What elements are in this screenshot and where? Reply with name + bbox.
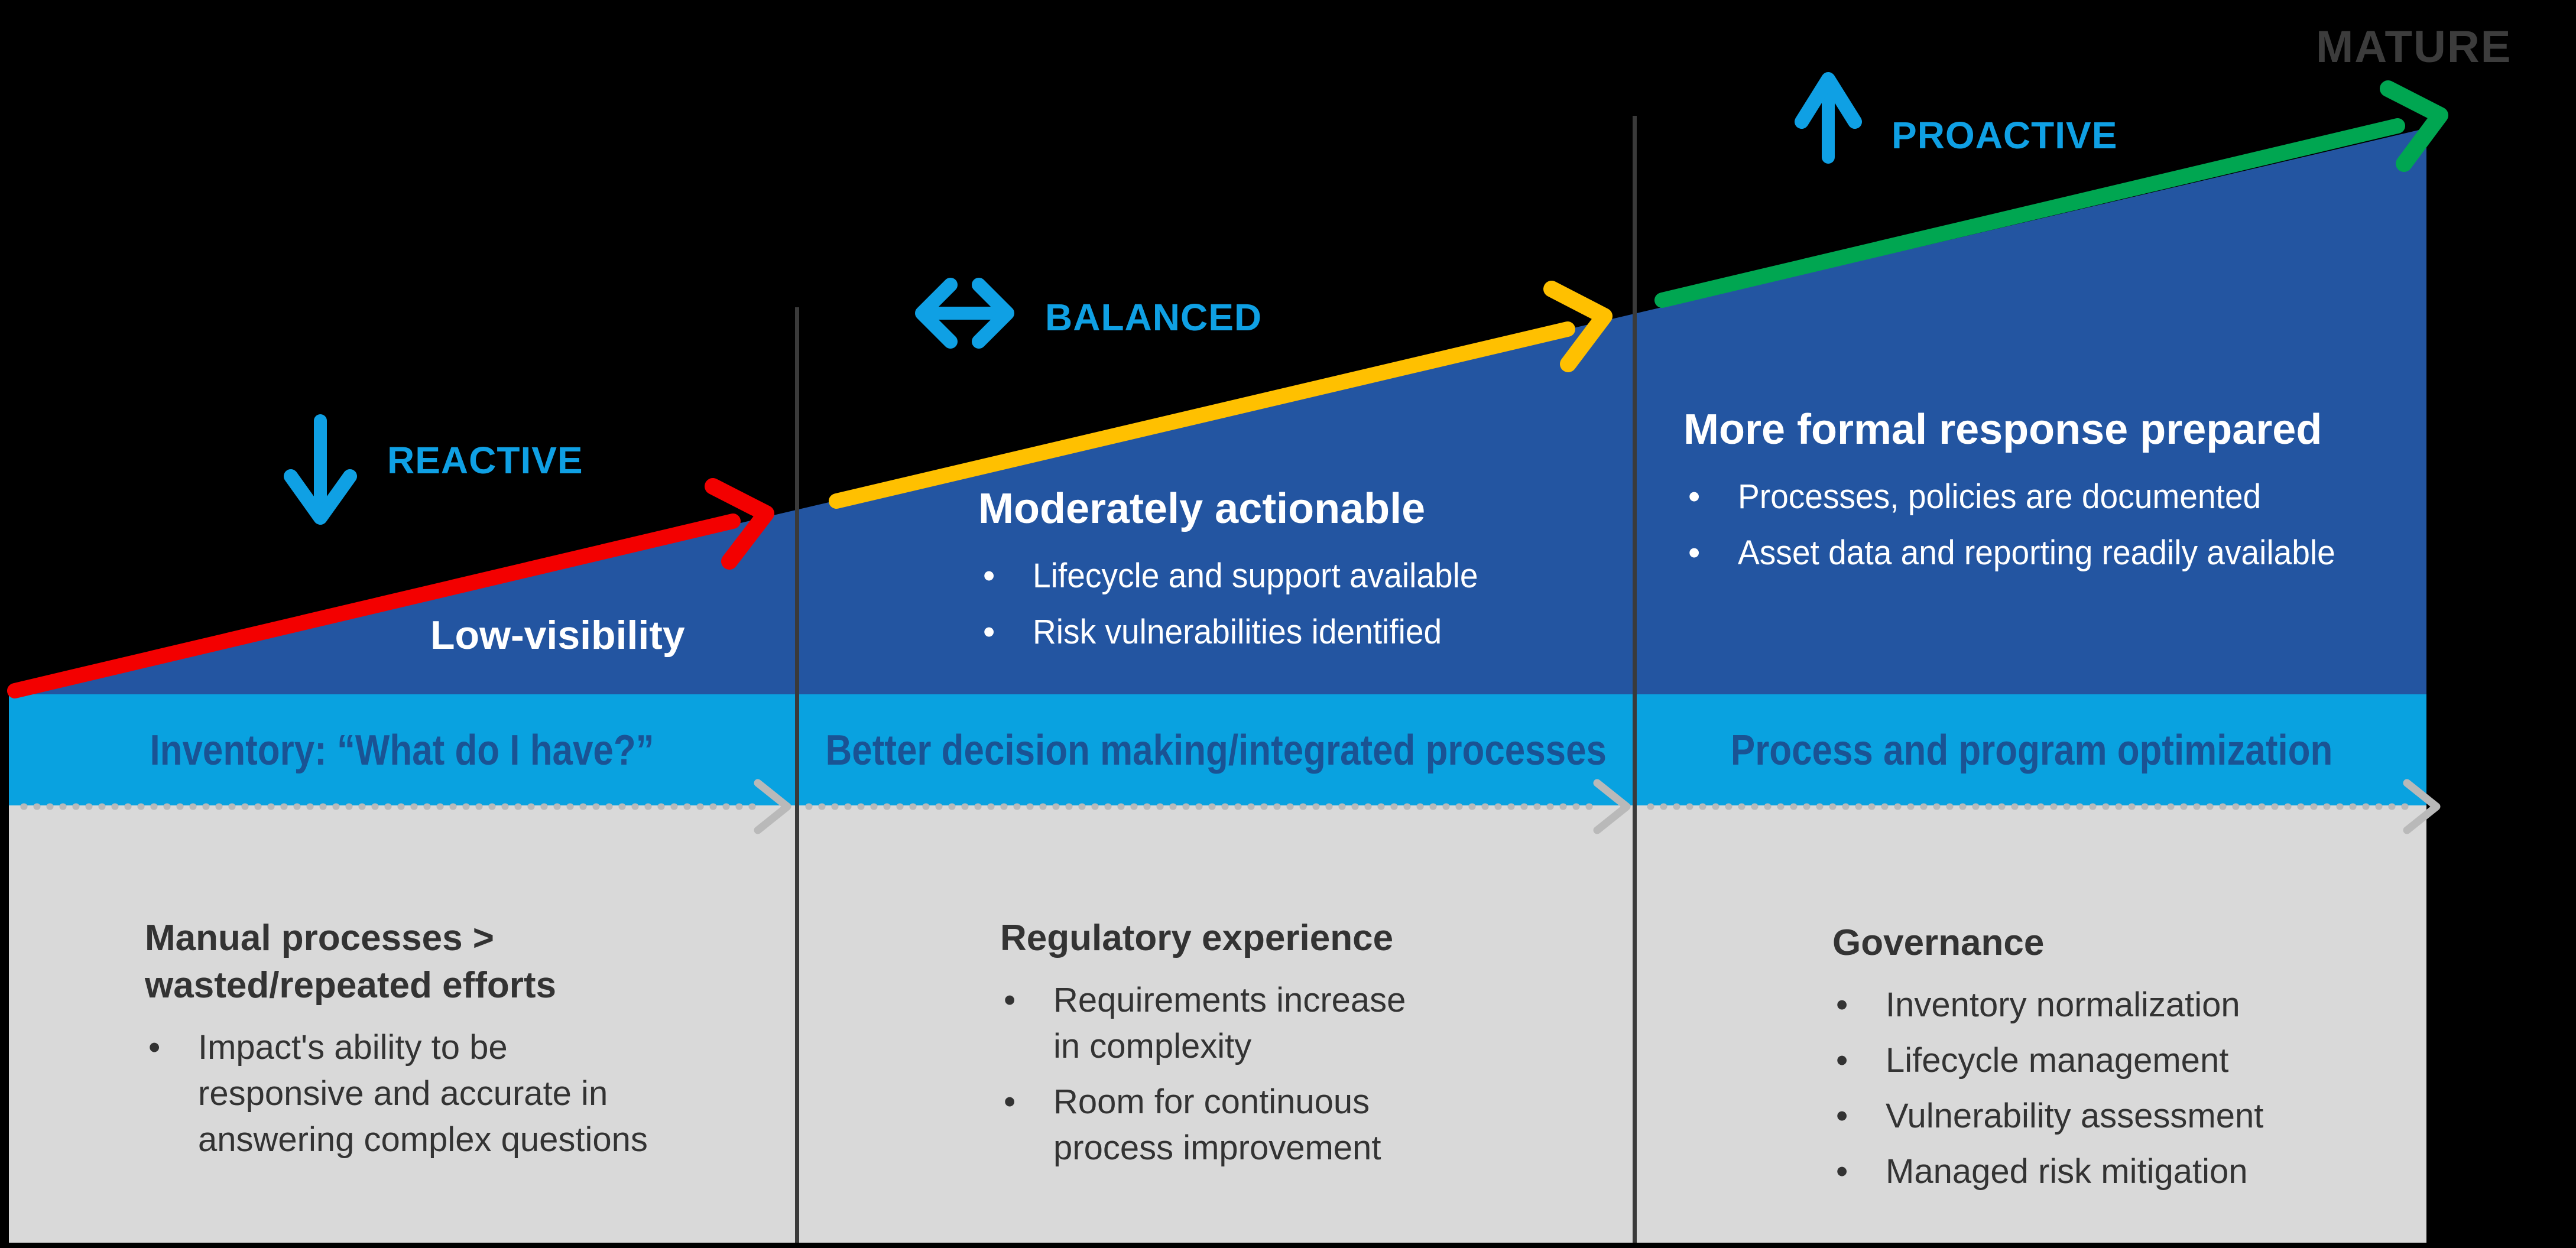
arrow-up-icon xyxy=(1795,72,1862,164)
proactive-slope-arrow-icon xyxy=(1654,80,2448,308)
list-item: Processes, policies are documented xyxy=(1683,469,2367,525)
list-item-text: Room for continuous process improvement xyxy=(1053,1083,1381,1167)
list-item-text: Managed risk mitigation xyxy=(1886,1152,2248,1191)
foundation-note-balanced: Regulatory experience Requirements incre… xyxy=(1000,915,1591,1181)
reactive-slope-arrow-icon xyxy=(7,478,774,698)
wedge-heading: Low-visibility xyxy=(430,613,685,658)
list-item: Lifecycle management xyxy=(1832,1038,2400,1084)
band-label-text: Inventory: “What do I have?” xyxy=(150,727,654,774)
band-label-text: Process and program optimization xyxy=(1731,727,2333,774)
wedge-note-proactive: More formal response prepared Processes,… xyxy=(1683,405,2367,581)
foundation-bullet-list: Requirements increase in complexity Room… xyxy=(1000,977,1591,1171)
list-item: Impact's ability to be responsive and ac… xyxy=(145,1025,771,1163)
list-item: Inventory normalization xyxy=(1832,982,2400,1028)
list-item: Risk vulnerabilities identified xyxy=(978,604,1501,660)
list-item: Requirements increase in complexity xyxy=(1000,977,1591,1070)
list-item-text: Vulnerability assessment xyxy=(1886,1097,2264,1135)
dotted-arrow-reactive-icon xyxy=(20,779,791,834)
list-item: Room for continuous process improvement xyxy=(1000,1079,1591,1171)
foundation-heading: Governance xyxy=(1832,922,2045,963)
list-item-text: Inventory normalization xyxy=(1886,986,2240,1024)
wedge-bullet-list: Processes, policies are documented Asset… xyxy=(1683,469,2367,581)
list-item-text: Impact's ability to be responsive and ac… xyxy=(198,1028,648,1159)
list-item: Lifecycle and support available xyxy=(978,548,1501,604)
list-item: Vulnerability assessment xyxy=(1832,1093,2400,1139)
divider-line-left xyxy=(795,307,799,1243)
band-label-reactive: Inventory: “What do I have?” xyxy=(9,694,795,807)
dotted-arrow-proactive-icon xyxy=(1647,779,2441,834)
list-item: Managed risk mitigation xyxy=(1832,1149,2400,1195)
wedge-note-reactive: Low-visibility xyxy=(430,612,685,658)
band-label-balanced: Better decision making/integrated proces… xyxy=(799,694,1633,807)
foundation-bullet-list: Inventory normalization Lifecycle manage… xyxy=(1832,982,2400,1195)
wedge-note-balanced: Moderately actionable Lifecycle and supp… xyxy=(978,485,1501,660)
stage-label-proactive: PROACTIVE xyxy=(1892,114,2118,157)
stage-label-reactive: REACTIVE xyxy=(387,439,583,482)
band-label-proactive: Process and program optimization xyxy=(1637,694,2426,807)
divider-line-right xyxy=(1633,116,1637,1243)
list-item: Asset data and reporting readily availab… xyxy=(1683,525,2367,581)
capability-band xyxy=(9,694,2426,805)
list-item-text: Lifecycle management xyxy=(1886,1041,2229,1080)
list-item-text: Risk vulnerabilities identified xyxy=(1033,613,1442,651)
arrow-left-right-icon xyxy=(915,278,1014,349)
dotted-arrow-balanced-icon xyxy=(805,779,1631,834)
foundation-heading: Manual processes > wasted/repeated effor… xyxy=(145,918,556,1006)
list-item-text: Lifecycle and support available xyxy=(1033,557,1478,595)
wedge-heading: Moderately actionable xyxy=(978,485,1426,532)
foundation-note-reactive: Manual processes > wasted/repeated effor… xyxy=(145,915,771,1172)
mature-label: MATURE xyxy=(2316,22,2512,72)
band-label-text: Better decision making/integrated proces… xyxy=(825,727,1607,774)
list-item-text: Requirements increase in complexity xyxy=(1053,981,1406,1065)
foundation-note-proactive: Governance Inventory normalization Lifec… xyxy=(1832,919,2400,1204)
arrow-down-icon xyxy=(284,414,357,525)
wedge-bullet-list: Lifecycle and support available Risk vul… xyxy=(978,548,1501,660)
balanced-slope-arrow-icon xyxy=(829,281,1613,509)
list-item-text: Processes, policies are documented xyxy=(1738,477,2262,516)
wedge-heading: More formal response prepared xyxy=(1683,406,2322,453)
foundation-bullet-list: Impact's ability to be responsive and ac… xyxy=(145,1025,771,1163)
list-item-text: Asset data and reporting readily availab… xyxy=(1738,534,2335,572)
stage-label-balanced: BALANCED xyxy=(1045,296,1263,339)
foundation-heading: Regulatory experience xyxy=(1000,918,1394,958)
